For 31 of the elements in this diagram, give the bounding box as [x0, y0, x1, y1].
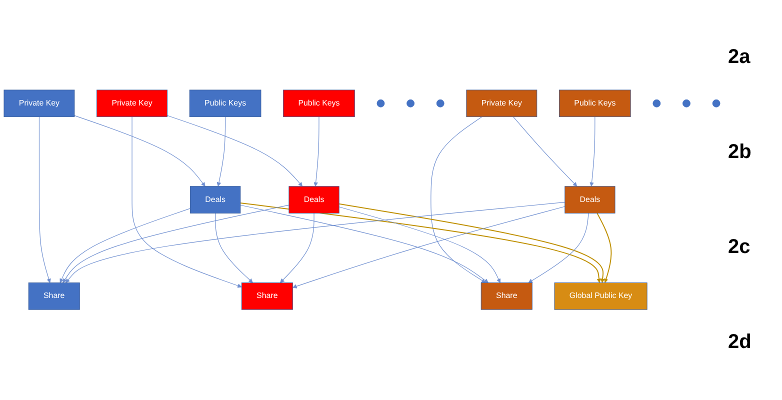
arrow — [166, 115, 303, 187]
arrow — [314, 116, 320, 187]
arrow — [280, 213, 314, 284]
arrow — [338, 206, 501, 284]
node-circle — [406, 100, 415, 108]
arrow — [74, 115, 206, 187]
node-circle — [682, 100, 690, 108]
arrow — [216, 116, 226, 187]
node-circle — [436, 100, 444, 108]
node-circle — [376, 100, 385, 108]
arrow — [512, 116, 578, 187]
arrow — [62, 204, 290, 284]
arrow — [338, 204, 605, 284]
arrow — [38, 116, 51, 284]
step-number: 2d — [728, 331, 752, 354]
node-circle — [652, 100, 661, 108]
arrow — [240, 205, 489, 284]
step-number: 2a — [728, 46, 752, 69]
arrow — [65, 202, 566, 284]
arrow — [590, 116, 596, 187]
arrow — [60, 208, 191, 284]
node-circle — [712, 100, 720, 108]
arrow — [292, 206, 566, 289]
arrow — [240, 202, 602, 284]
arrow — [215, 213, 253, 284]
step-number: 2b — [728, 141, 752, 164]
step-number: 2c — [728, 236, 752, 259]
arrow — [132, 116, 242, 288]
arrow — [528, 213, 589, 284]
arrow — [430, 116, 486, 284]
arrow — [596, 212, 612, 284]
